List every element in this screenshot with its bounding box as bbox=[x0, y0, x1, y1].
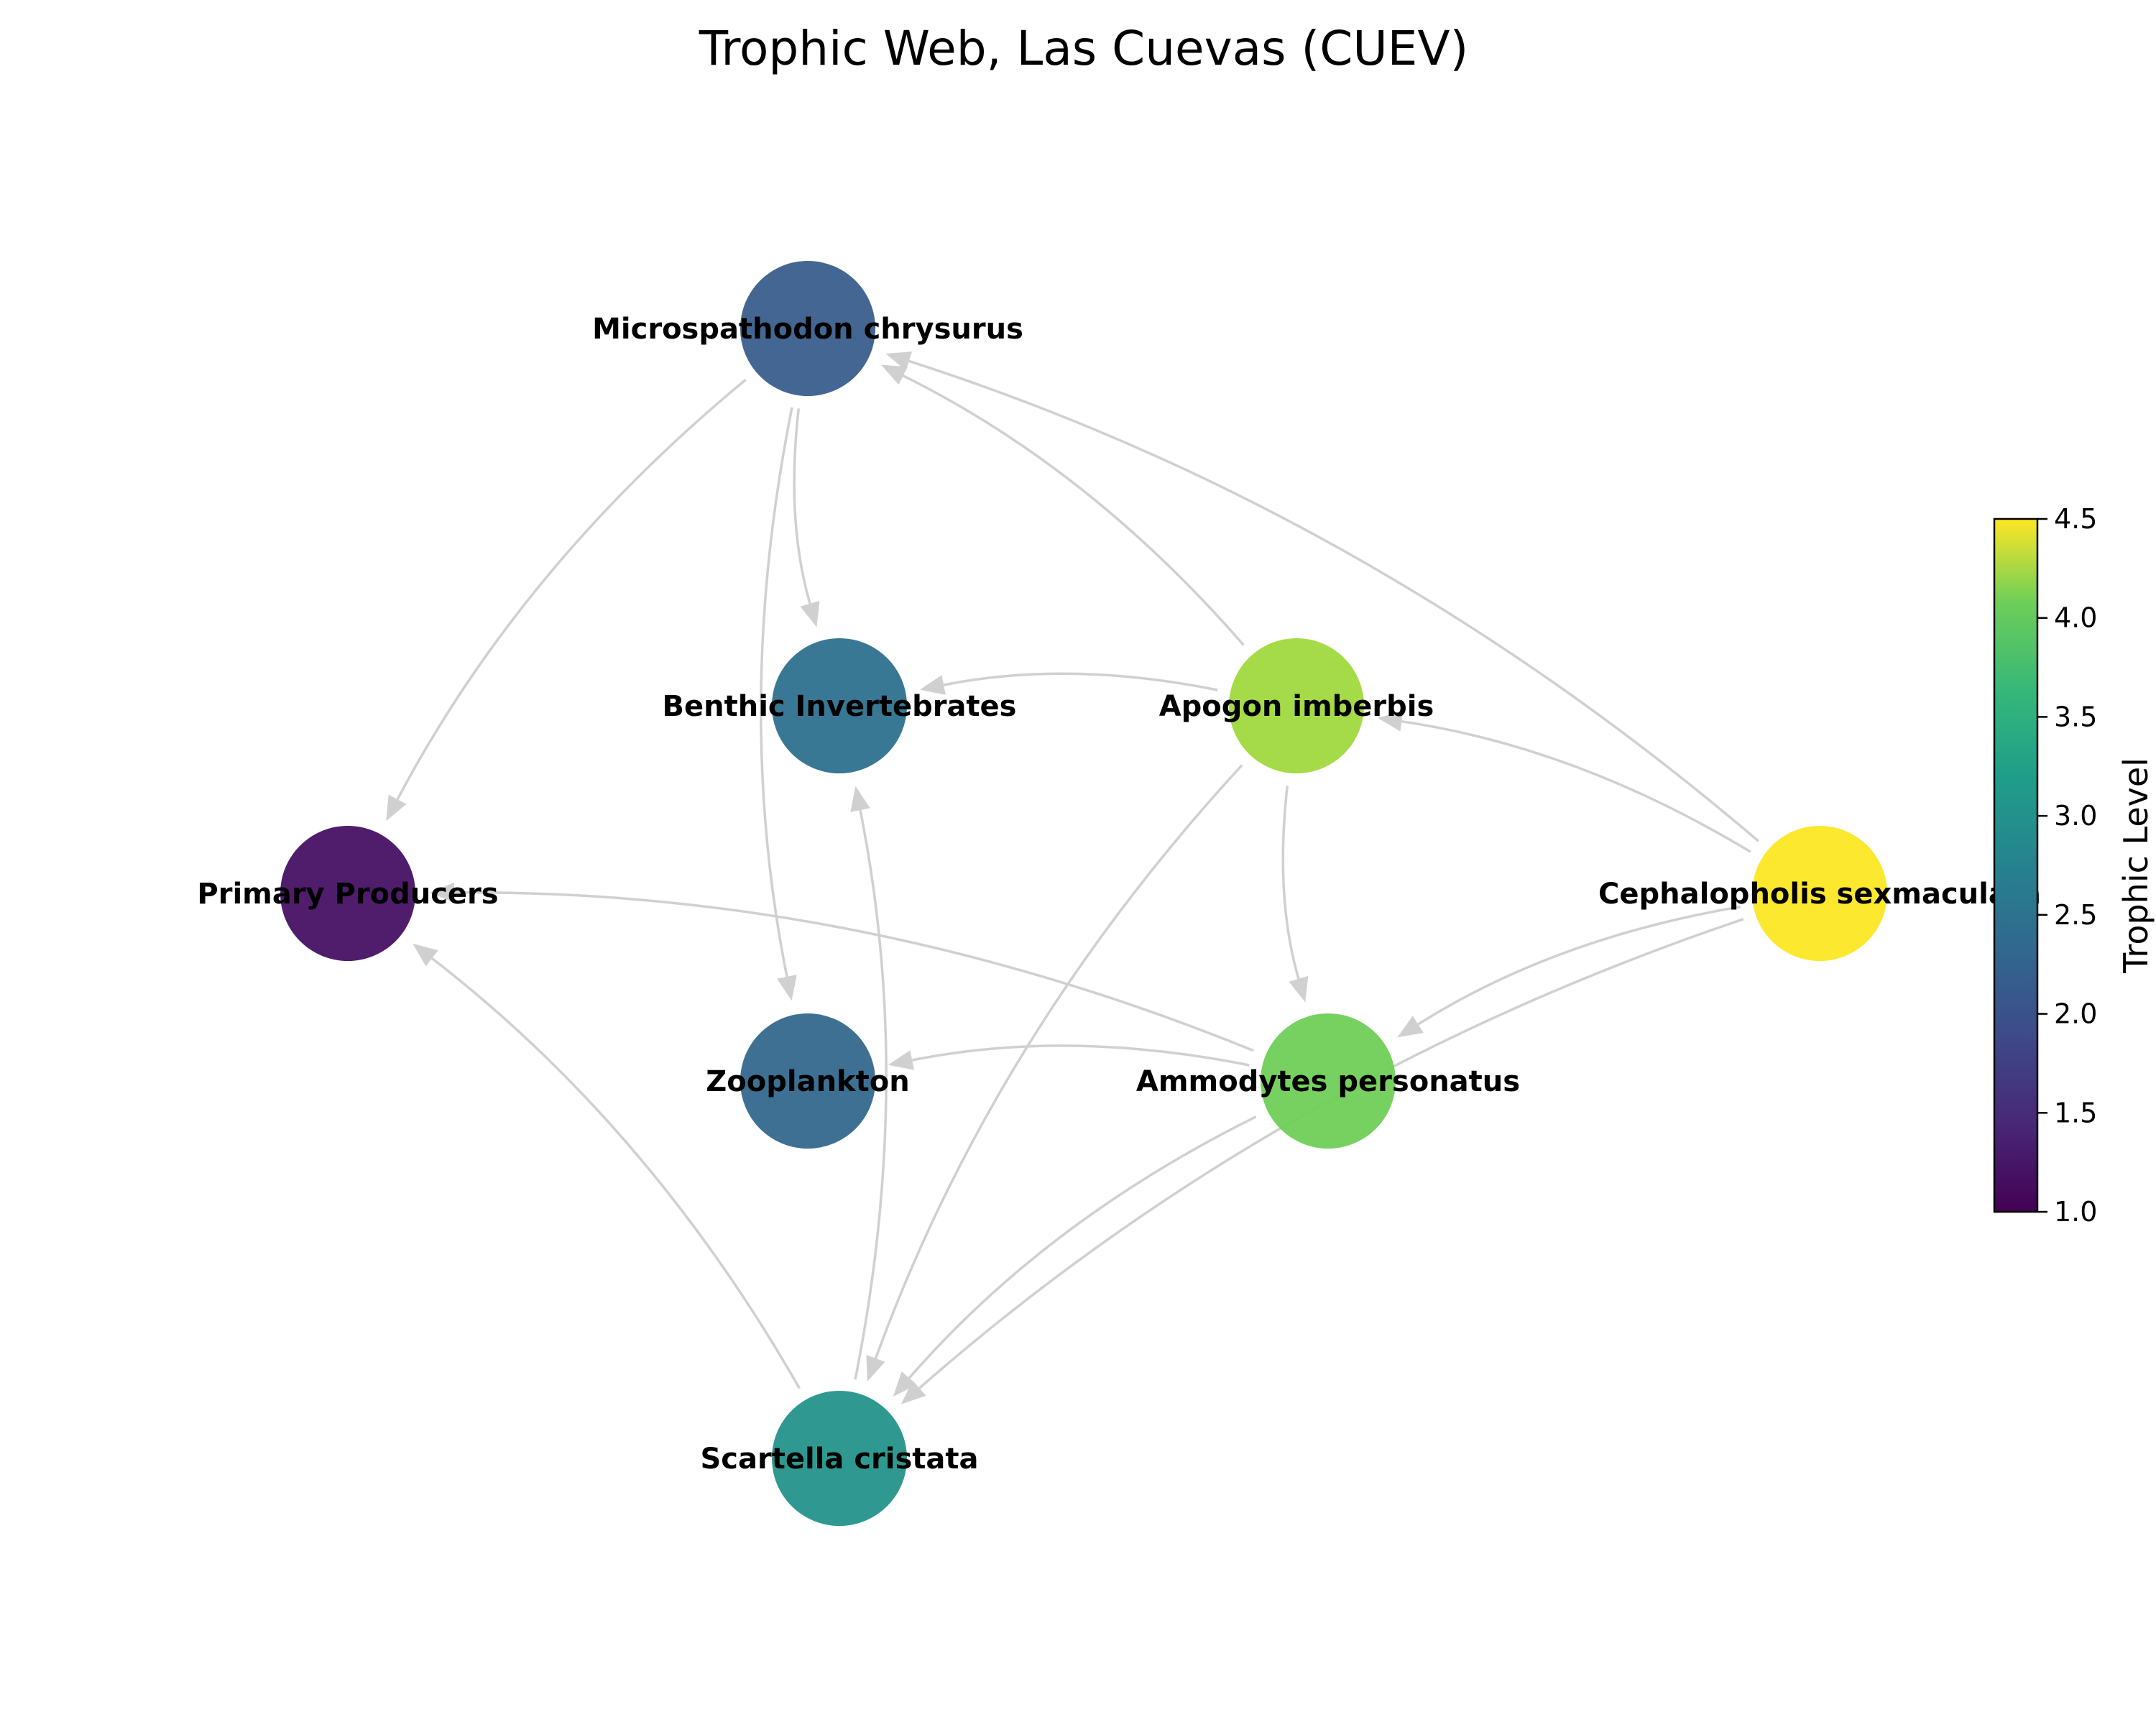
colorbar: 1.0 1.5 2.0 2.5 3.0 3.5 4.0 4.5 Trophic Level bbox=[1993, 503, 2155, 1228]
edge-apogon-to-benthic bbox=[943, 672, 1218, 691]
node-cephalopholis[interactable] bbox=[1752, 826, 1887, 961]
arrowhead-cephalopholis-to-apogon bbox=[1377, 711, 1404, 732]
arrowhead-scartella-to-benthic bbox=[850, 786, 870, 812]
edge-cephalopholis-to-microspathodon bbox=[908, 359, 1759, 842]
colorbar-ticks: 1.0 1.5 2.0 2.5 3.0 3.5 4.0 4.5 bbox=[2037, 503, 2097, 1228]
colorbar-tick-label: 3.0 bbox=[2054, 800, 2097, 832]
edge-ammodytes-to-primary bbox=[453, 891, 1254, 1052]
arrowhead-ammodytes-to-zooplankton bbox=[888, 1050, 914, 1070]
node-zooplankton[interactable] bbox=[740, 1013, 875, 1149]
arrowhead-microspathodon-to-zooplankton bbox=[777, 975, 797, 1001]
colorbar-tick-label: 2.0 bbox=[2054, 998, 2097, 1030]
edge-apogon-to-ammodytes bbox=[1281, 786, 1300, 980]
edge-ammodytes-to-zooplankton bbox=[911, 1044, 1250, 1067]
colorbar-label: Trophic Level bbox=[2116, 758, 2155, 974]
arrowhead-apogon-to-scartella bbox=[866, 1355, 885, 1381]
edge-cephalopholis-to-apogon bbox=[1401, 719, 1751, 853]
colorbar-tick-label: 4.5 bbox=[2054, 503, 2097, 535]
colorbar-tick-label: 1.5 bbox=[2054, 1097, 2097, 1128]
edge-scartella-to-benthic bbox=[854, 809, 888, 1380]
edge-cephalopholis-to-ammodytes bbox=[1417, 905, 1741, 1026]
node-label-apogon: Apogon imberbis bbox=[1159, 690, 1434, 723]
edges-layer bbox=[386, 351, 1759, 1404]
arrowhead-apogon-to-microspathodon bbox=[881, 364, 908, 385]
node-benthic[interactable] bbox=[772, 638, 907, 773]
arrowhead-cephalopholis-to-scartella bbox=[900, 1380, 926, 1404]
node-scartella[interactable] bbox=[772, 1391, 907, 1526]
colorbar-tick-label: 2.5 bbox=[2054, 899, 2097, 931]
node-apogon[interactable] bbox=[1229, 638, 1364, 773]
arrowhead-ammodytes-to-scartella bbox=[893, 1371, 917, 1397]
edge-scartella-to-primary bbox=[431, 957, 801, 1389]
edge-cephalopholis-to-scartella bbox=[918, 918, 1744, 1389]
colorbar-tick-label: 1.0 bbox=[2054, 1196, 2097, 1228]
edge-apogon-to-microspathodon bbox=[902, 374, 1245, 646]
arrowhead-scartella-to-primary bbox=[413, 943, 438, 967]
node-label-scartella: Scartella cristata bbox=[700, 1443, 978, 1476]
edge-apogon-to-scartella bbox=[874, 764, 1243, 1359]
node-label-microspathodon: Microspathodon chrysurus bbox=[592, 313, 1023, 346]
edge-ammodytes-to-scartella bbox=[908, 1116, 1257, 1379]
nodes-layer bbox=[280, 261, 1887, 1526]
arrowhead-microspathodon-to-primary bbox=[386, 794, 407, 822]
node-microspathodon[interactable] bbox=[740, 261, 875, 396]
figure-title: Trophic Web, Las Cuevas (CUEV) bbox=[699, 21, 1469, 76]
arrowhead-apogon-to-benthic bbox=[919, 675, 946, 695]
colorbar-tick-label: 4.0 bbox=[2054, 602, 2097, 634]
node-label-benthic: Benthic Invertebrates bbox=[663, 690, 1017, 723]
arrowhead-cephalopholis-to-microspathodon bbox=[885, 351, 913, 371]
node-label-cephalopholis: Cephalopholis sexmaculata bbox=[1598, 878, 2041, 911]
arrowhead-apogon-to-ammodytes bbox=[1289, 975, 1309, 1003]
edge-microspathodon-to-benthic bbox=[793, 408, 811, 604]
edge-microspathodon-to-primary bbox=[396, 378, 747, 800]
node-label-zooplankton: Zooplankton bbox=[706, 1065, 909, 1098]
edge-microspathodon-to-zooplankton bbox=[760, 407, 793, 978]
node-label-primary: Primary Producers bbox=[197, 878, 498, 911]
node-ammodytes[interactable] bbox=[1261, 1013, 1396, 1149]
arrowhead-ammodytes-to-primary bbox=[430, 882, 455, 903]
node-primary[interactable] bbox=[280, 826, 415, 961]
arrowhead-microspathodon-to-benthic bbox=[800, 600, 820, 627]
colorbar-tick-label: 3.5 bbox=[2054, 701, 2097, 732]
arrowhead-cephalopholis-to-ammodytes bbox=[1397, 1016, 1424, 1038]
colorbar-gradient bbox=[1993, 518, 2039, 1213]
node-label-ammodytes: Ammodytes personatus bbox=[1136, 1065, 1520, 1098]
